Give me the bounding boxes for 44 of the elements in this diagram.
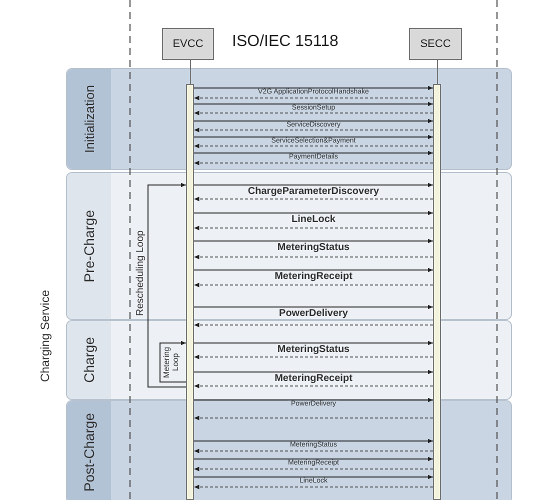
return-arrow [194, 144, 434, 148]
message-arrow [194, 134, 434, 140]
return-arrow [194, 226, 434, 230]
loop-label: Metering Loop [163, 346, 181, 380]
group-label: Charging Service [38, 290, 52, 382]
message-arrow [194, 150, 434, 156]
message-arrow [194, 340, 434, 346]
return-arrow [194, 484, 434, 490]
phase-label: Initialization [82, 85, 96, 153]
diagram-title: ISO/IEC 15118 [232, 33, 338, 51]
message-arrow [194, 268, 434, 272]
message-arrow [194, 118, 434, 124]
message-arrow [194, 210, 434, 216]
message-arrow [194, 182, 434, 188]
message-arrow [194, 456, 434, 462]
phase-label: Pre-Charge [81, 210, 97, 282]
message-arrow [194, 86, 434, 90]
participant-box: SECC [409, 28, 462, 60]
return-arrow [194, 254, 434, 260]
return-arrow [194, 384, 434, 388]
return-arrow [194, 128, 434, 132]
phase-label: Charge [81, 337, 97, 383]
phase-label: Post-Charge [81, 412, 97, 492]
message-arrow [194, 304, 434, 310]
loop-arrow [160, 340, 186, 382]
message-arrow [194, 102, 434, 106]
return-arrow [194, 448, 434, 454]
return-arrow [194, 282, 434, 288]
message-arrow [194, 398, 434, 402]
message-arrow [194, 474, 434, 480]
loop-label: Rescheduling Loop [135, 229, 147, 318]
return-arrow [194, 96, 434, 100]
message-arrow [194, 238, 434, 244]
message-arrow [194, 438, 434, 444]
return-arrow [194, 110, 434, 116]
return-arrow [194, 322, 434, 328]
return-arrow [194, 160, 434, 166]
return-arrow [194, 416, 434, 420]
return-arrow [194, 354, 434, 360]
loop-arrow [148, 182, 186, 388]
return-arrow [194, 196, 434, 202]
message-arrow [194, 370, 434, 374]
return-arrow [194, 466, 434, 472]
participant-box: EVCC [162, 28, 214, 60]
